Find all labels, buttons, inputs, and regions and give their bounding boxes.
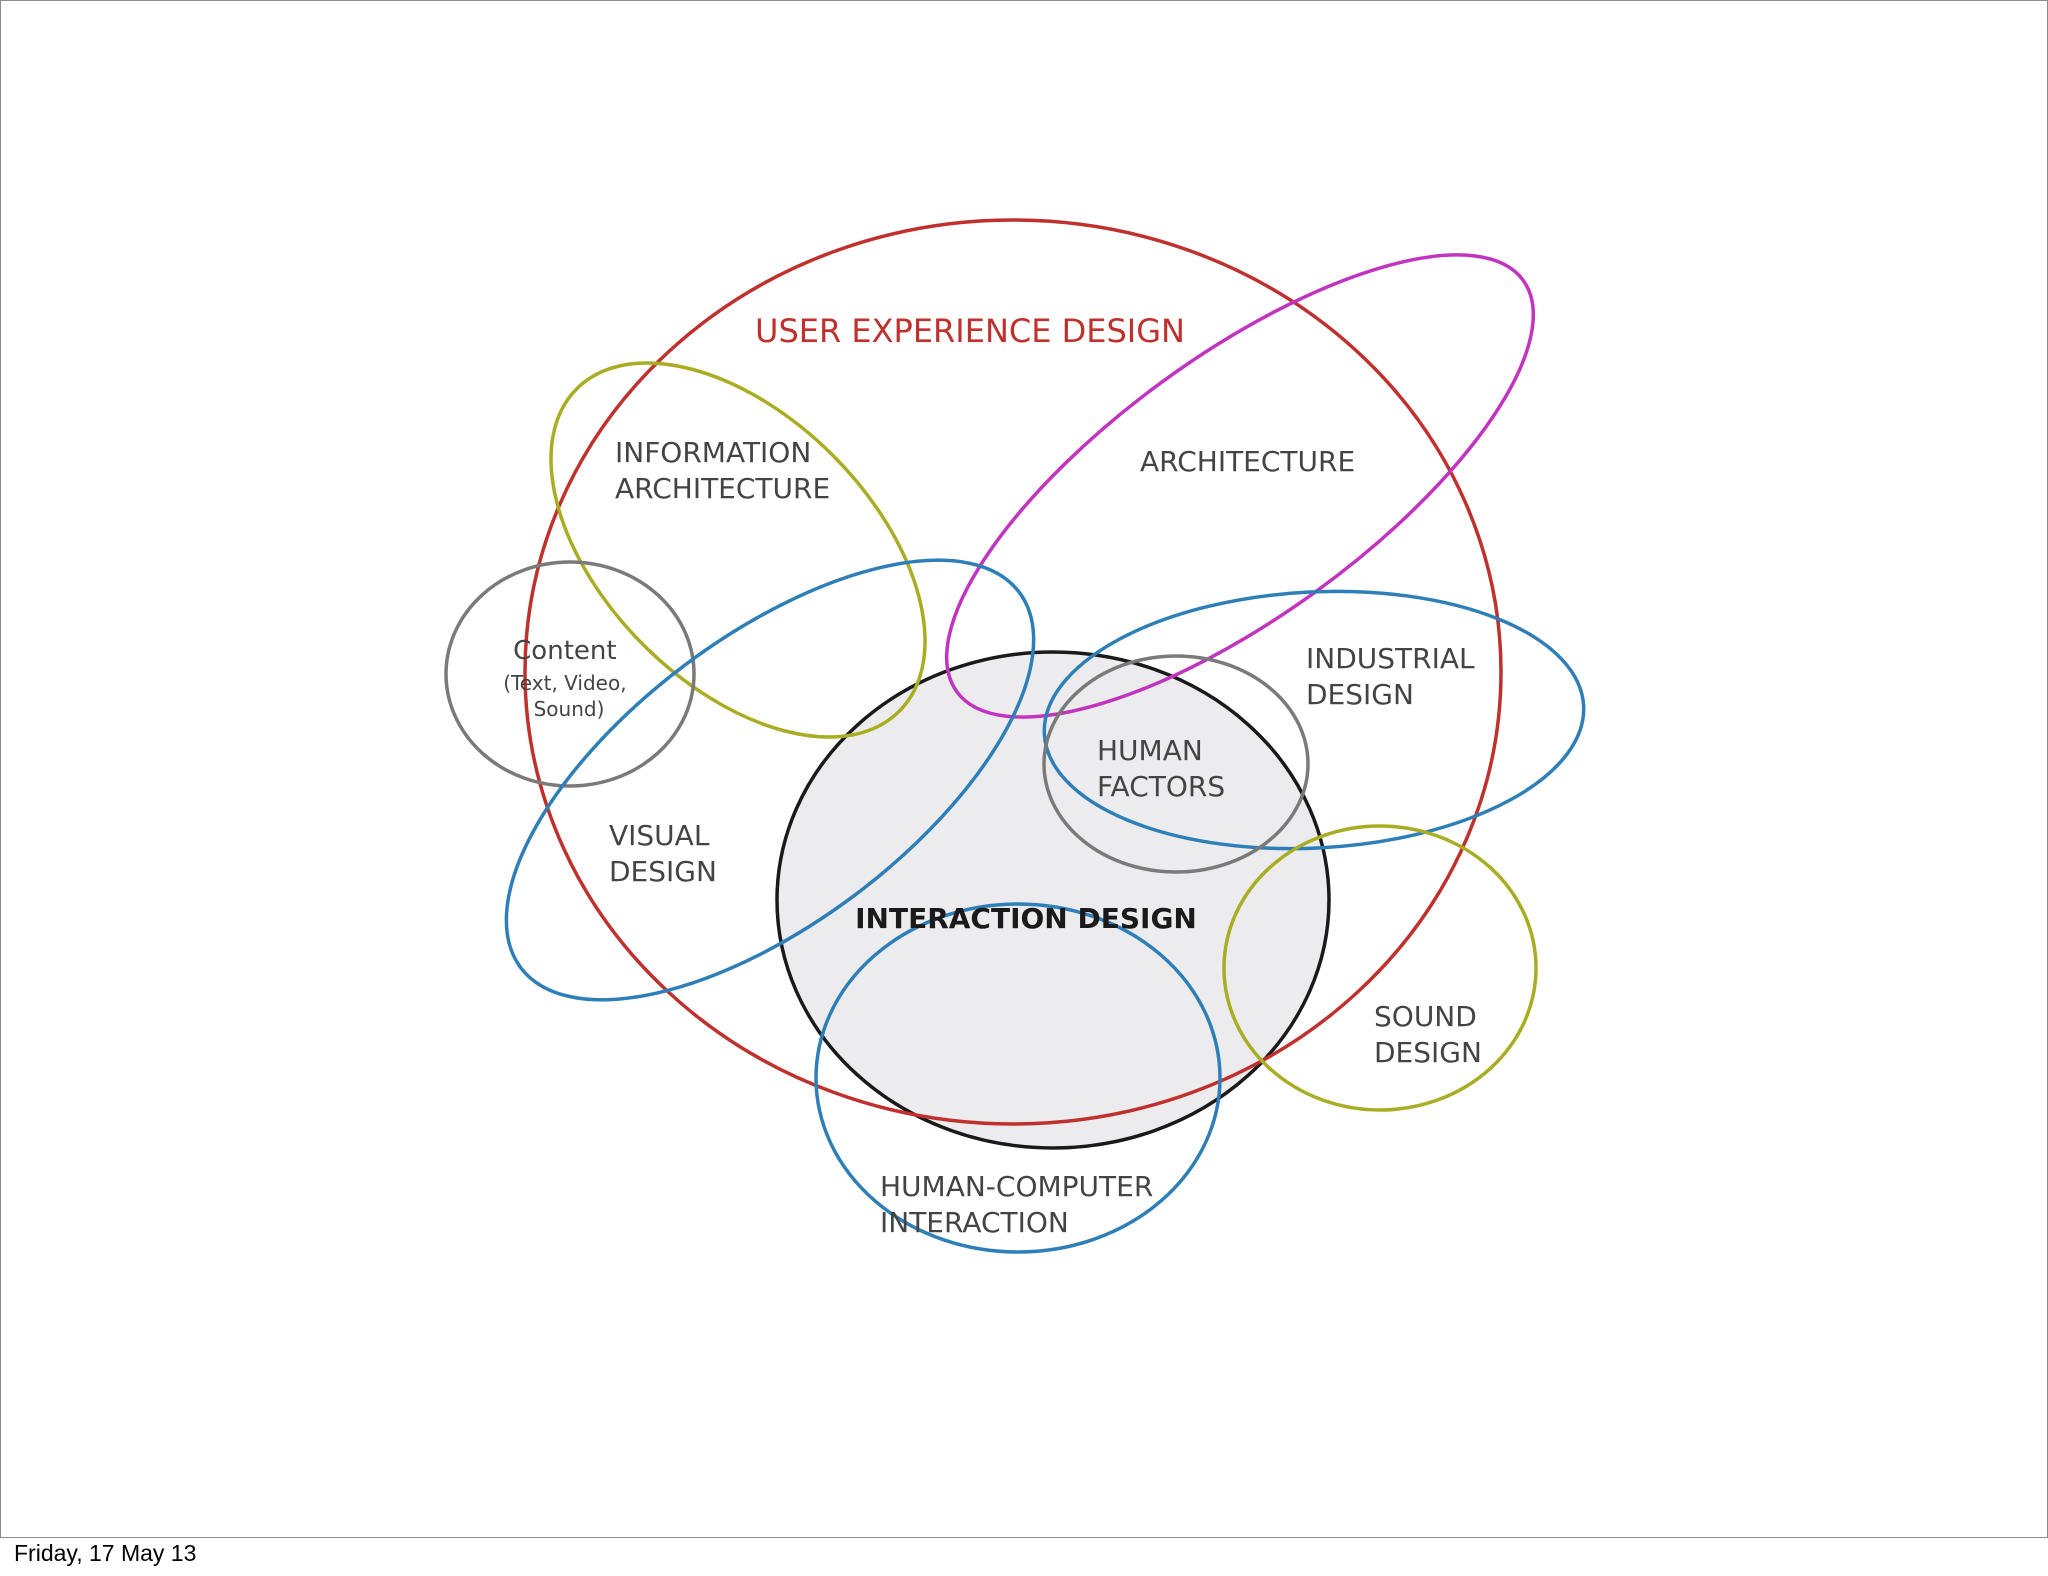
sound-design-ellipse (1222, 824, 1538, 1112)
human-factors-ellipse (1042, 654, 1310, 874)
architecture-label: ARCHITECTURE (1140, 445, 1355, 478)
hci-label: HUMAN-COMPUTER INTERACTION (880, 1170, 1162, 1239)
information-architecture-label: INFORMATION ARCHITECTURE (615, 436, 830, 505)
human-factors-label: HUMAN FACTORS (1097, 734, 1225, 803)
ux-design-ellipse (523, 218, 1503, 1126)
visual-design-ellipse (504, 558, 1036, 1002)
interaction-design-ellipse (775, 650, 1331, 1150)
visual-design-label: VISUAL DESIGN (609, 819, 718, 888)
information-architecture-ellipse (549, 361, 927, 739)
interaction-design-label: INTERACTION DESIGN (855, 902, 1197, 935)
industrial-design-label: INDUSTRIAL DESIGN (1306, 642, 1484, 711)
footer-date: Friday, 17 May 13 (14, 1540, 197, 1566)
content-ellipse (444, 560, 696, 788)
hci-ellipse (814, 902, 1222, 1254)
ux-design-title: USER EXPERIENCE DESIGN (755, 312, 1185, 350)
industrial-design-ellipse (1042, 589, 1586, 851)
content-label: Content (Text, Video, Sound) (503, 636, 635, 721)
sound-design-label: SOUND DESIGN (1374, 1000, 1486, 1069)
ux-venn-diagram: USER EXPERIENCE DESIGN INFORMATION ARCHI… (444, 218, 1586, 1254)
